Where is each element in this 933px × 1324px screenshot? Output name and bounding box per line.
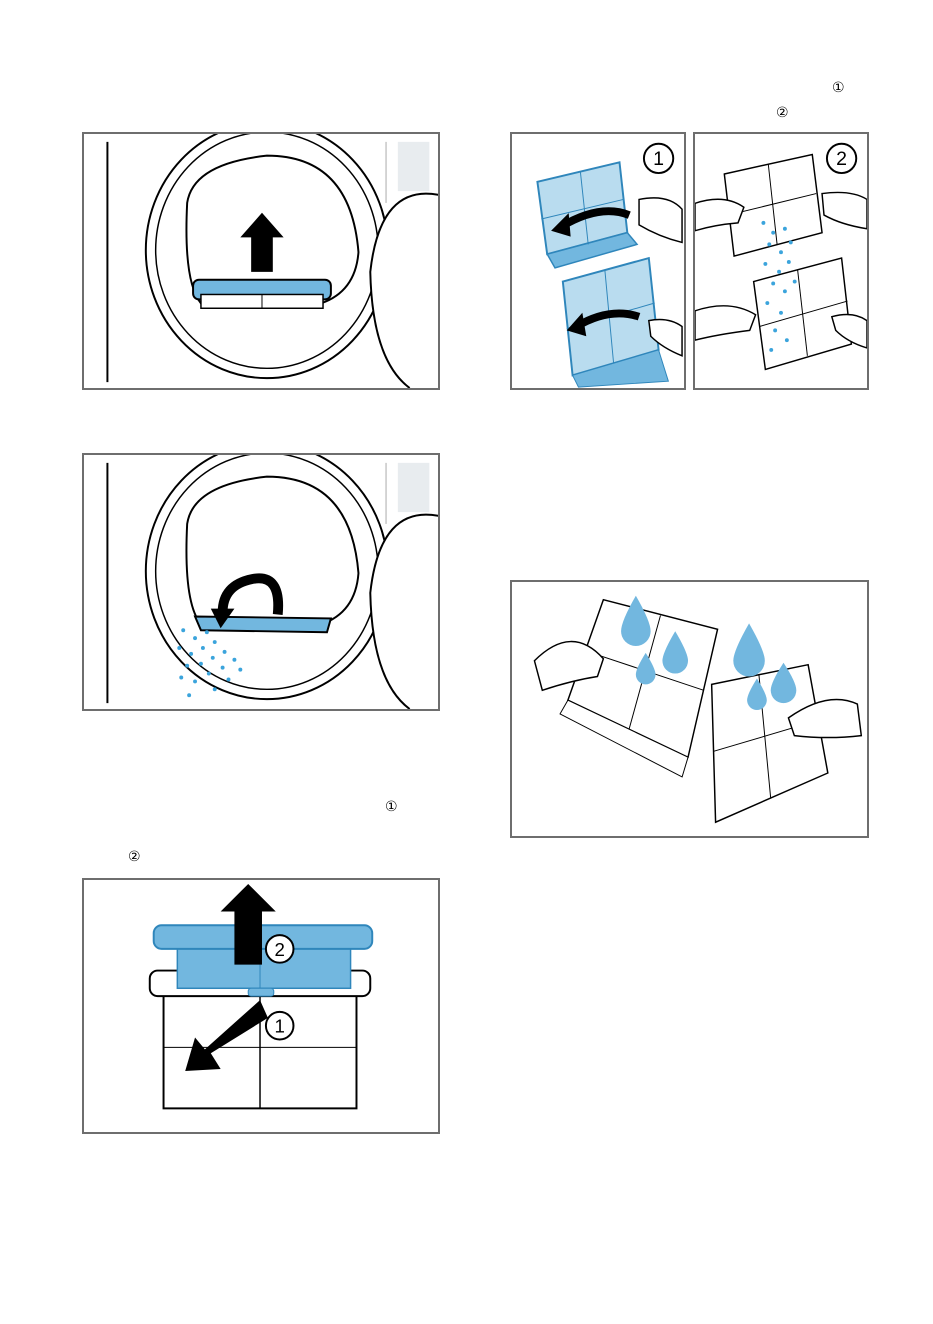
figure-rinse-filter: [510, 580, 869, 838]
step-marker-2-top: ②: [776, 106, 789, 120]
figure-label-1: 1: [275, 1016, 285, 1037]
figure-lift-filter: [82, 132, 440, 390]
step-marker-1-top: ①: [832, 81, 845, 95]
step-marker-2-bottom: ②: [128, 850, 141, 864]
filter-rinse-illustration: [512, 582, 867, 836]
figure-separate-filter: 1 2: [82, 878, 440, 1134]
filter-knock-illustration: 2: [695, 134, 867, 388]
filter-open-illustration: 1: [512, 134, 684, 388]
svg-text:1: 1: [653, 148, 664, 170]
door-lint-illustration: [84, 455, 438, 709]
svg-text:2: 2: [836, 148, 847, 170]
filter-parts-illustration: 1 2: [84, 880, 438, 1132]
figure-remove-lint-door: [82, 453, 440, 711]
figure-label-2: 2: [275, 939, 285, 960]
arrow-up-icon: [240, 213, 283, 272]
dryer-door-illustration: [84, 134, 438, 388]
step-marker-1-bottom: ①: [385, 800, 398, 814]
figure-knock-out-lint: 2: [693, 132, 869, 390]
figure-open-filter: 1: [510, 132, 686, 390]
